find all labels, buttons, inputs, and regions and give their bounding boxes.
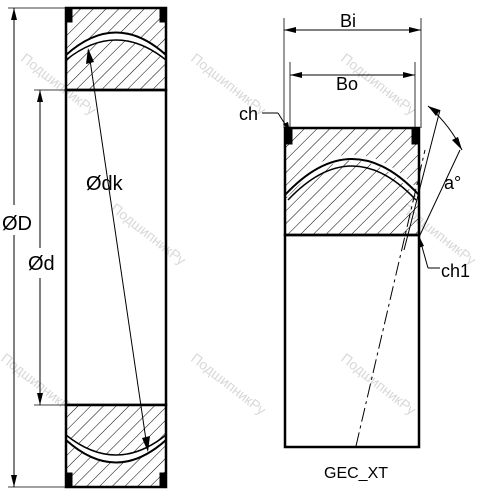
- watermark-text: ПодшипникРу: [188, 350, 269, 418]
- side-ring-section: [285, 128, 419, 235]
- model-label: GEC_XT: [324, 465, 388, 482]
- sphere-diameter-label: Ødk: [86, 173, 124, 195]
- label-bg: [26, 248, 56, 278]
- chamfer-label: ch: [239, 104, 258, 124]
- tilt-angle-label: a°: [444, 173, 461, 193]
- chamfer-inner-label: ch1: [441, 261, 470, 281]
- side-view: [262, 18, 463, 449]
- bore-diameter-label: Ød: [28, 253, 55, 275]
- front-view: [8, 6, 168, 489]
- watermark-text: ПодшипникРу: [338, 350, 419, 418]
- inner-width-label: Bi: [340, 11, 356, 31]
- outer-diameter-label: ØD: [2, 213, 32, 235]
- label-bg: [0, 205, 32, 235]
- watermark-text: ПодшипникРу: [108, 200, 189, 268]
- outer-width-label: Bo: [336, 74, 358, 94]
